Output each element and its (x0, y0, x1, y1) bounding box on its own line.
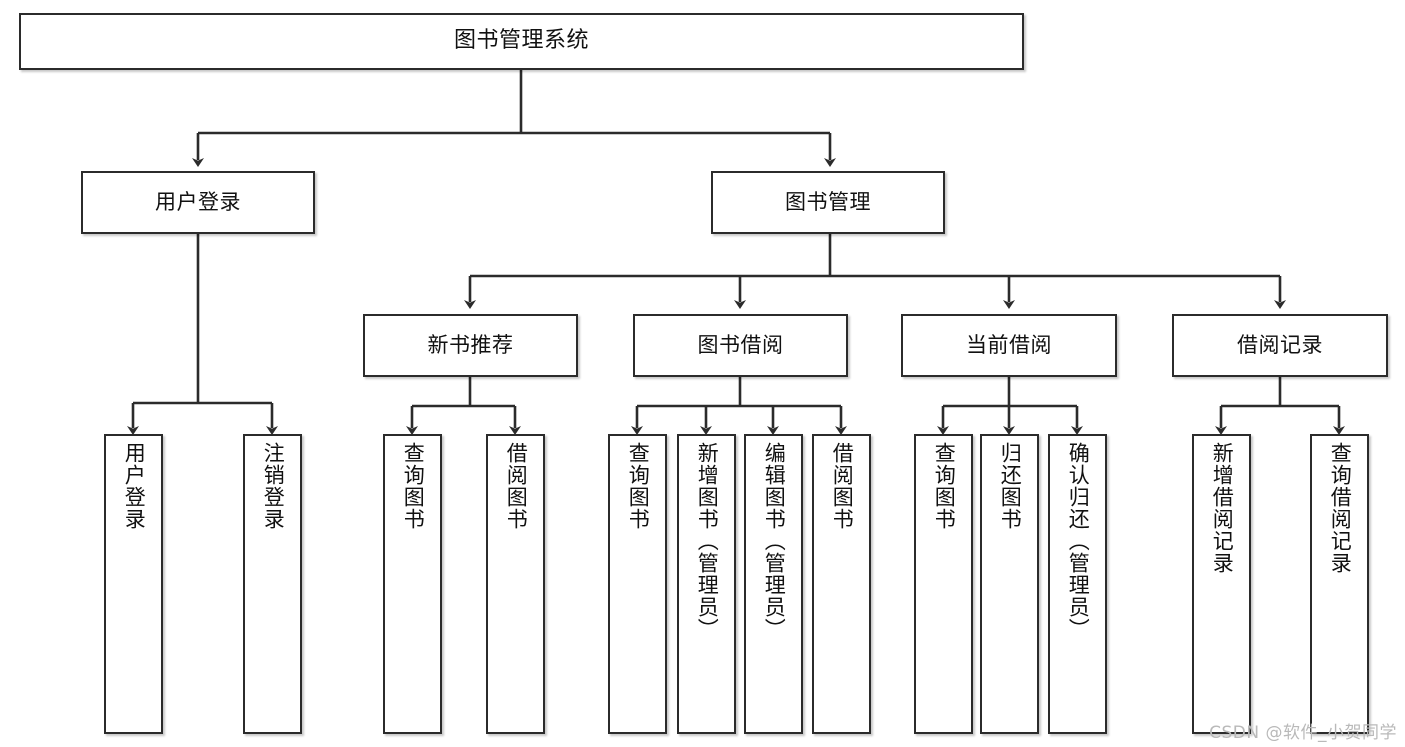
node-label: 图书管理系统 (453, 28, 589, 54)
node-label: 当前借阅 (966, 332, 1052, 357)
leaf-current-query-book[interactable]: 查询图书 (914, 434, 973, 734)
leaf-recommend-query-book[interactable]: 查询图书 (383, 434, 442, 734)
node-label: 编辑图书（管理员） (762, 442, 787, 640)
node-new-book-recommend[interactable]: 新书推荐 (363, 314, 578, 377)
leaf-borrow-query-book[interactable]: 查询图书 (608, 434, 667, 734)
leaf-current-confirm-return[interactable]: 确认归还（管理员） (1048, 434, 1107, 734)
node-current-borrow[interactable]: 当前借阅 (901, 314, 1117, 377)
node-label: 查询图书 (401, 442, 426, 530)
leaf-borrow-edit-book[interactable]: 编辑图书（管理员） (744, 434, 803, 734)
node-label: 新书推荐 (427, 332, 514, 357)
node-label: 图书借阅 (697, 332, 784, 357)
node-label: 查询图书 (626, 442, 651, 530)
node-label: 用户登录 (155, 189, 241, 214)
node-label: 归还图书 (998, 442, 1023, 530)
node-label: 新增图书（管理员） (695, 442, 720, 640)
node-book-borrow[interactable]: 图书借阅 (633, 314, 848, 377)
leaf-current-return-book[interactable]: 归还图书 (980, 434, 1039, 734)
leaf-record-query-record[interactable]: 查询借阅记录 (1310, 434, 1369, 734)
node-book-management[interactable]: 图书管理 (711, 171, 945, 234)
leaf-recommend-borrow-book[interactable]: 借阅图书 (486, 434, 545, 734)
leaf-record-add-record[interactable]: 新增借阅记录 (1192, 434, 1251, 734)
leaf-user-login-login[interactable]: 用户登录 (104, 434, 163, 734)
node-label: 借阅记录 (1237, 332, 1323, 357)
node-label: 注销登录 (261, 442, 286, 530)
node-label: 查询图书 (932, 442, 957, 530)
leaf-borrow-borrow-book[interactable]: 借阅图书 (812, 434, 871, 734)
node-label: 借阅图书 (504, 442, 529, 530)
node-borrow-record[interactable]: 借阅记录 (1172, 314, 1388, 377)
leaf-borrow-add-book[interactable]: 新增图书（管理员） (677, 434, 736, 734)
node-user-login[interactable]: 用户登录 (81, 171, 315, 234)
node-root-system[interactable]: 图书管理系统 (19, 13, 1024, 70)
node-label: 查询借阅记录 (1328, 442, 1353, 574)
node-label: 用户登录 (122, 442, 147, 530)
node-label: 新增借阅记录 (1210, 442, 1235, 574)
node-label: 借阅图书 (830, 442, 855, 530)
node-label: 确认归还（管理员） (1066, 442, 1091, 640)
csdn-watermark: CSDN @软件_小贺同学 (1209, 723, 1397, 743)
leaf-user-login-logout[interactable]: 注销登录 (243, 434, 302, 734)
node-label: 图书管理 (785, 189, 871, 214)
